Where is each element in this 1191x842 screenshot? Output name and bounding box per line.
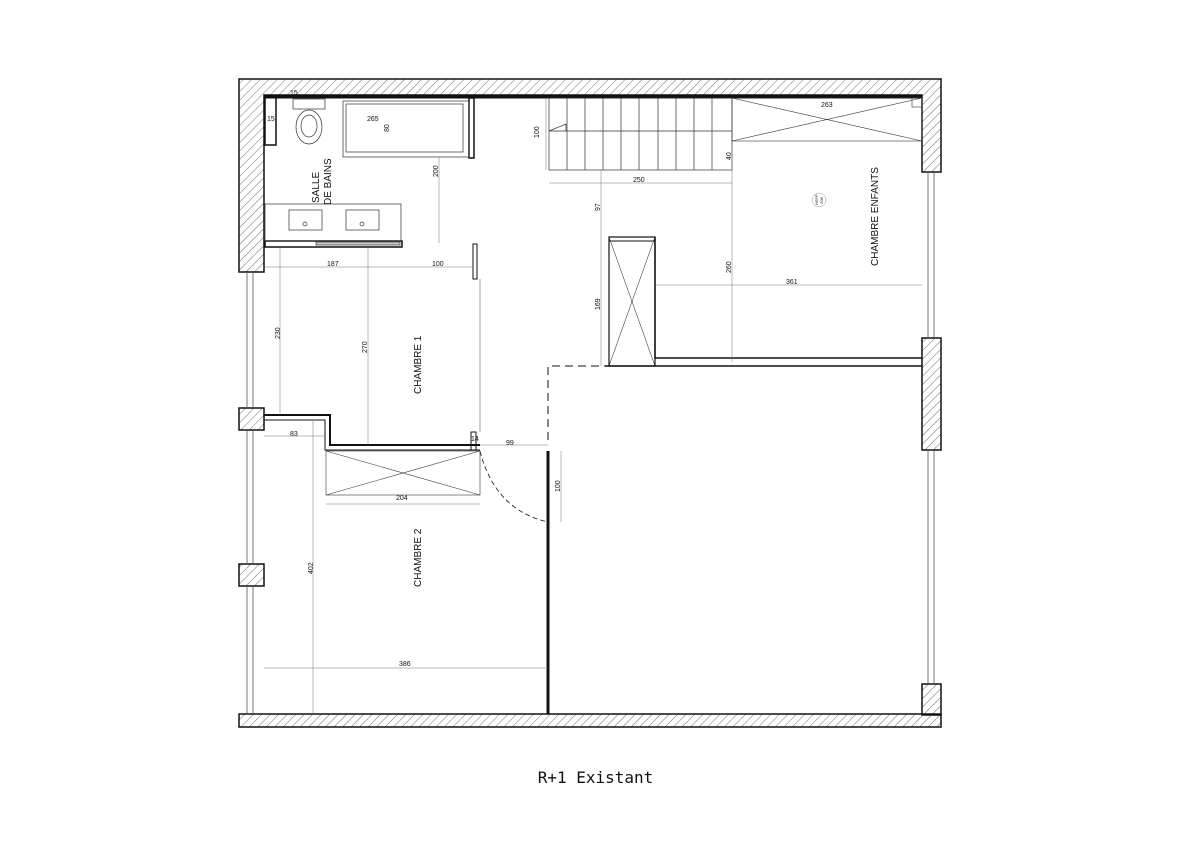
dim-99: 99 — [506, 440, 514, 447]
closets — [325, 97, 923, 496]
dim-100-door: 100 — [555, 480, 562, 492]
dim-15-top: 15 — [290, 90, 298, 97]
dim-250: 250 — [633, 177, 645, 184]
hsfp-value: 208 — [819, 197, 824, 204]
exterior-walls — [238, 78, 942, 728]
dim-83: 83 — [290, 431, 298, 438]
interior-walls — [264, 95, 922, 714]
dim-80: 80 — [384, 124, 391, 132]
hsfp-marker: HSFP 208 — [811, 192, 827, 208]
toilet-tank — [292, 98, 326, 110]
room-label-de-bains: DE BAINS — [323, 158, 334, 205]
toilet — [295, 109, 323, 145]
plan-title: R+1 Existant — [537, 768, 654, 787]
dim-270: 270 — [362, 341, 369, 353]
dim-386: 386 — [399, 661, 411, 668]
dim-100-bedroom1: 100 — [432, 261, 444, 268]
dim-260: 260 — [726, 261, 733, 273]
dim-187: 187 — [327, 261, 339, 268]
dim-97: 97 — [595, 203, 602, 211]
dim-230: 230 — [275, 327, 282, 339]
staircase — [548, 97, 733, 171]
dim-402: 402 — [308, 562, 315, 574]
vanity — [264, 203, 402, 242]
dim-265: 265 — [367, 116, 379, 123]
bathroom-fixtures — [264, 98, 470, 246]
room-label-salle: SALLE — [311, 172, 322, 203]
dim-100-stair: 100 — [534, 126, 541, 138]
bathtub — [342, 100, 470, 158]
dim-40: 40 — [726, 152, 733, 160]
dim-204: 204 — [396, 495, 408, 502]
dim-14: 14 — [471, 436, 479, 443]
room-label-chambre-enfants: CHAMBRE ENFANTS — [870, 167, 881, 266]
dim-263: 263 — [821, 102, 833, 109]
room-label-chambre-1: CHAMBRE 1 — [413, 335, 424, 394]
dim-361: 361 — [786, 279, 798, 286]
room-labels: SALLE DE BAINS CHAMBRE 1 CHAMBRE 2 CHAMB… — [311, 158, 881, 587]
dim-200: 200 — [433, 165, 440, 177]
hsfp-label: HSFP — [814, 194, 819, 205]
dimension-labels: 15 15 265 80 200 100 250 263 40 97 169 2… — [267, 90, 833, 668]
door-swing — [479, 450, 549, 523]
dimension-lines — [264, 98, 922, 714]
windows — [246, 172, 935, 714]
dim-15-side: 15 — [267, 116, 275, 123]
dim-169: 169 — [595, 298, 602, 310]
room-label-chambre-2: CHAMBRE 2 — [413, 528, 424, 587]
